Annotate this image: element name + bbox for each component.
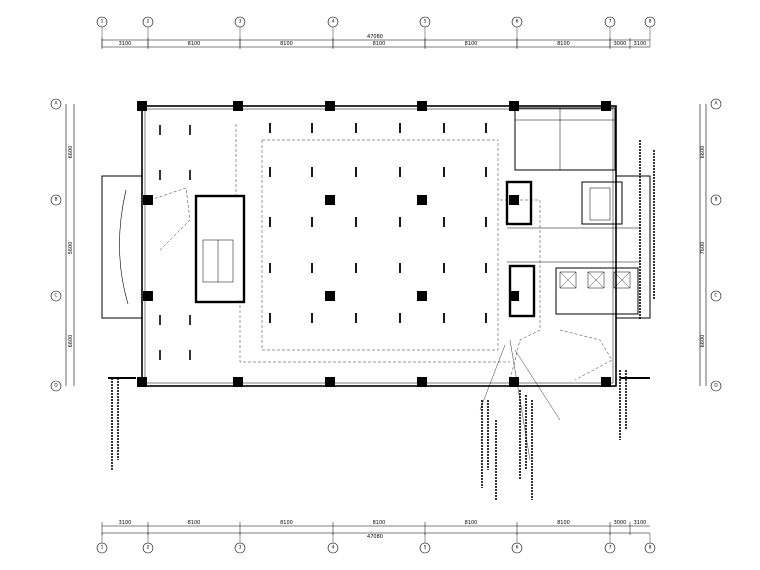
- row-axis-bubble: [710, 194, 722, 206]
- structural-column: [137, 377, 147, 387]
- structural-column: [233, 101, 243, 111]
- bottom-dimension-value: 8100: [373, 520, 386, 526]
- structural-column: [601, 377, 611, 387]
- structural-column: [143, 291, 153, 301]
- left-dimension-value: 5600: [68, 242, 74, 255]
- light-fixtures: [159, 123, 487, 360]
- left-dimension-value: 6600: [68, 335, 74, 348]
- top-dimension-value: 8100: [557, 41, 570, 47]
- left-dimension-value: 6600: [68, 146, 74, 159]
- annotation-text-blocks: [111, 140, 655, 500]
- right-dimension-value: 7600: [700, 242, 706, 255]
- column-axis-label: 2: [147, 19, 150, 25]
- structural-column: [137, 101, 147, 111]
- structural-column: [509, 377, 519, 387]
- column-axis-label: 1: [101, 545, 104, 551]
- structural-column: [325, 101, 335, 111]
- structural-column: [143, 195, 153, 205]
- row-axis-label: D: [714, 383, 718, 389]
- bottom-dimension-value: 3100: [119, 520, 132, 526]
- structural-column: [509, 291, 519, 301]
- bottom-dimension-value: 8100: [280, 520, 293, 526]
- row-axis-label: B: [54, 197, 57, 203]
- right-dimension-value: 6600: [700, 335, 706, 348]
- right-dimension-chain: [699, 104, 707, 386]
- top-dimension-value: 3100: [119, 41, 132, 47]
- top-dimension-value: 8100: [188, 41, 201, 47]
- column-axis-label: 1: [101, 19, 104, 25]
- row-axis-bubble: [710, 98, 722, 110]
- top-dimension-value: 3000: [614, 41, 627, 47]
- structural-columns: [137, 101, 611, 387]
- column-axis-label: 4: [332, 545, 335, 551]
- structural-column: [417, 291, 427, 301]
- top-dimension-chain: 47080: [102, 34, 650, 48]
- column-axis-label: 3: [239, 19, 242, 25]
- row-axis-bubble: [50, 194, 62, 206]
- row-axis-label: A: [54, 101, 58, 107]
- structural-column: [601, 101, 611, 111]
- bottom-dimension-value: 8100: [557, 520, 570, 526]
- column-axis-label: 7: [609, 19, 612, 25]
- structural-column: [509, 195, 519, 205]
- overall-width-top: 47080: [367, 34, 383, 40]
- top-dimension-value: 8100: [465, 41, 478, 47]
- column-axis-label: 6: [516, 545, 519, 551]
- row-axis-label: C: [54, 293, 57, 299]
- row-axis-bubble: [710, 290, 722, 302]
- row-axis-label: A: [714, 101, 718, 107]
- column-axis-label: 6: [516, 19, 519, 25]
- bottom-dimension-chain: 47080: [102, 525, 650, 540]
- column-axis-label: 7: [609, 545, 612, 551]
- column-axis-label: 8: [649, 19, 652, 25]
- structural-column: [417, 377, 427, 387]
- row-axis-bubble: [710, 380, 722, 392]
- bottom-dimension-value: 8100: [188, 520, 201, 526]
- structural-column: [417, 195, 427, 205]
- wiring-runs: [149, 124, 613, 461]
- structural-column: [509, 101, 519, 111]
- left-dimension-chain: [65, 104, 75, 386]
- right-dimension-value: 6600: [700, 146, 706, 159]
- column-axis-label: 2: [147, 545, 150, 551]
- row-axis-bubble: [50, 380, 62, 392]
- overall-width-bottom: 47080: [367, 534, 383, 540]
- structural-column: [325, 377, 335, 387]
- bottom-dimension-value: 3100: [634, 520, 647, 526]
- structural-column: [417, 101, 427, 111]
- structural-column: [325, 291, 335, 301]
- row-axis-label: C: [714, 293, 717, 299]
- row-axis-label: B: [714, 197, 717, 203]
- top-dimension-value: 3100: [634, 41, 647, 47]
- top-dimension-value: 8100: [373, 41, 386, 47]
- column-axis-label: 8: [649, 545, 652, 551]
- bottom-dimension-value: 8100: [465, 520, 478, 526]
- building-outline: [101, 105, 651, 387]
- row-axis-bubble: [50, 290, 62, 302]
- column-axis-label: 5: [424, 545, 427, 551]
- bottom-dimension-value: 3000: [614, 520, 627, 526]
- row-axis-label: D: [54, 383, 58, 389]
- structural-column: [325, 195, 335, 205]
- column-axis-label: 5: [424, 19, 427, 25]
- top-dimension-value: 8100: [280, 41, 293, 47]
- row-axis-bubble: [50, 98, 62, 110]
- column-axis-label: 3: [239, 545, 242, 551]
- dimension-values: 3100 8100 8100 8100 8100 8100 3000 3100 3100 8100…: [68, 38, 706, 535]
- structural-column: [233, 377, 243, 387]
- column-axis-label: 4: [332, 19, 335, 25]
